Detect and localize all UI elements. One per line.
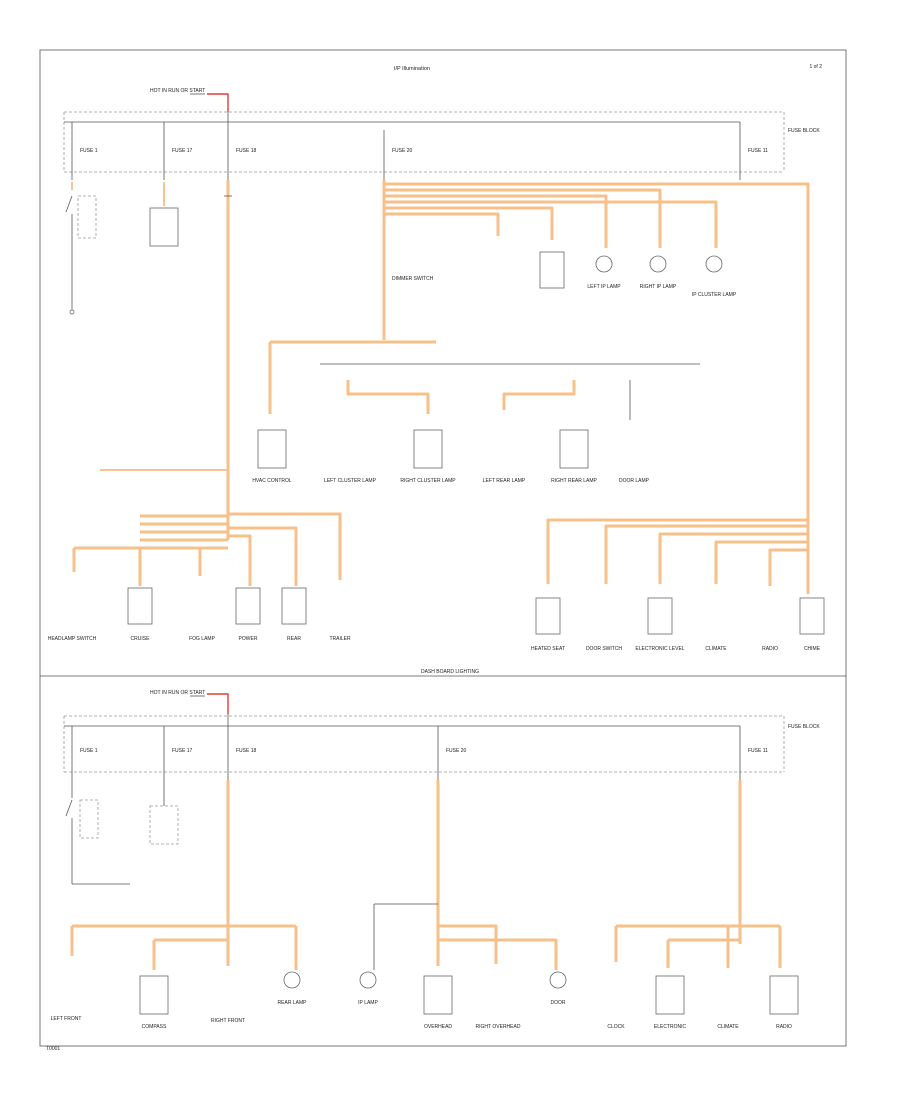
bottom-row-label: HEATED SEAT: [531, 646, 565, 652]
lower-label: IP LAMP: [358, 1000, 378, 1006]
upper-module-1: [149, 207, 179, 247]
lower-fuses: FUSE 1 FUSE 17 FUSE 18 FUSE 20 FUSE 11: [71, 714, 768, 780]
module-right-cluster: [413, 429, 443, 469]
lower-label: RADIO: [776, 1024, 792, 1030]
lower-label: COMPASS: [142, 1024, 167, 1030]
upper-fuse-label: FUSE 18: [236, 148, 257, 154]
lower-fuse-label: FUSE 18: [236, 748, 257, 754]
module-right-rear: [559, 429, 589, 469]
lower-label: CLOCK: [607, 1024, 625, 1030]
page-ref: 1 of 2: [809, 64, 822, 70]
lower-battery-feed: [207, 693, 229, 714]
module-hvac: [257, 429, 287, 469]
bottom-row-label: REAR: [287, 636, 301, 642]
bottom-row-label: DOOR SWITCH: [586, 646, 622, 652]
upper-lamp-label: LEFT IP LAMP: [587, 284, 621, 290]
upper-dimmer-out-1: [346, 380, 430, 414]
lower-module-compass: [139, 975, 169, 1015]
module-chime: [799, 597, 825, 635]
lower-label: LEFT FRONT: [51, 1016, 82, 1022]
bottom-row-label: POWER: [239, 636, 258, 642]
bottom-row-label: RADIO: [762, 646, 778, 652]
module-heated-seat: [535, 597, 561, 635]
module-label: LEFT REAR LAMP: [483, 478, 526, 484]
bottom-row-label: CLIMATE: [705, 646, 727, 652]
lower-lamp-rear: [283, 971, 301, 989]
bottom-row-label: CHIME: [804, 646, 821, 652]
module-label: RIGHT REAR LAMP: [551, 478, 597, 484]
bottom-row-label: ELECTRONIC LEVEL: [635, 646, 684, 652]
lower-module-radio: [769, 975, 799, 1015]
section-divider-label: DASH BOARD LIGHTING: [421, 669, 479, 675]
lower-section: HOT IN RUN OR START FUSE BLOCK FUSE 1 FU…: [51, 690, 821, 1030]
module-electronic-level: [647, 597, 673, 635]
upper-right-harness: [546, 518, 810, 594]
upper-lamp-label: RIGHT IP LAMP: [640, 284, 677, 290]
lower-fuse-label: FUSE 11: [748, 748, 768, 754]
module-power: [235, 587, 261, 625]
upper-lamp-cluster: [705, 255, 723, 273]
upper-fuse-label: FUSE 1: [80, 148, 98, 154]
bottom-row-label: TRAILER: [329, 636, 351, 642]
lower-label: CLIMATE: [717, 1024, 739, 1030]
upper-battery-feed: [207, 93, 229, 112]
upper-fuse-label: FUSE 20: [392, 148, 413, 154]
upper-dimmer-out-2: [502, 380, 576, 410]
upper-fuses: FUSE 1 FUSE 17 FUSE 18 FUSE 20 FUSE 11: [71, 112, 768, 180]
lower-fuse-label: FUSE 17: [172, 748, 193, 754]
upper-source-note: HOT IN RUN OR START: [150, 88, 205, 94]
lower-source-note: HOT IN RUN OR START: [150, 690, 205, 696]
lower-fuse-block-label: FUSE BLOCK: [788, 724, 820, 730]
lower-label: RIGHT OVERHEAD: [476, 1024, 521, 1030]
lower-lamp-ip: [359, 971, 377, 989]
lower-module-electronic: [655, 975, 685, 1015]
upper-lamp-label: IP CLUSTER LAMP: [692, 292, 737, 298]
upper-bottom-row: HEADLAMP SWITCH CRUISE FOG LAMP POWER RE…: [48, 587, 825, 652]
lower-label: REAR LAMP: [278, 1000, 308, 1006]
footer-code: T0001: [46, 1046, 60, 1052]
bottom-row-label: FOG LAMP: [189, 636, 216, 642]
lower-lamp-door: [549, 971, 567, 989]
lower-left-switch: [65, 780, 130, 885]
bottom-row-label: HEADLAMP SWITCH: [48, 636, 97, 642]
lower-mid-branch-1: [438, 924, 498, 964]
upper-left-harness: [72, 469, 342, 586]
upper-module-radio: [539, 251, 565, 289]
lower-module-overhead: [423, 975, 453, 1015]
lower-fuse-label: FUSE 1: [80, 748, 98, 754]
bottom-row-label: CRUISE: [131, 636, 151, 642]
lower-bottom-components: LEFT FRONT COMPASS RIGHT FRONT REAR LAMP…: [51, 971, 799, 1030]
upper-section: HOT IN RUN OR START FUSE BLOCK FUSE 1 FU…: [48, 88, 825, 652]
lower-mid-branch-2: [438, 938, 558, 970]
module-label: HVAC CONTROL: [252, 478, 292, 484]
upper-middle-modules: HVAC CONTROL LEFT CLUSTER LAMP RIGHT CLU…: [252, 429, 650, 484]
upper-fuse-label: FUSE 17: [172, 148, 193, 154]
lower-fuse-label: FUSE 20: [446, 748, 467, 754]
upper-dimmer-label: DIMMER SWITCH: [392, 276, 434, 282]
module-label: RIGHT CLUSTER LAMP: [400, 478, 456, 484]
module-label: DOOR LAMP: [619, 478, 650, 484]
lower-label: DOOR: [551, 1000, 566, 1006]
upper-fan-out: [384, 182, 810, 520]
upper-left-switch: [65, 182, 97, 315]
module-rear: [281, 587, 307, 625]
lower-label: OVERHEAD: [424, 1024, 452, 1030]
lower-module-1: [149, 805, 179, 845]
diagram-title: I/P Illumination: [394, 66, 430, 72]
upper-fuse-label: FUSE 11: [748, 148, 768, 154]
upper-fuse-block-label: FUSE BLOCK: [788, 128, 820, 134]
module-cruise: [127, 587, 153, 625]
lower-label: ELECTRONIC: [654, 1024, 687, 1030]
lower-label: RIGHT FRONT: [211, 1018, 245, 1024]
upper-lamp-right-ip: [649, 255, 667, 273]
diagram-frame: [39, 49, 847, 1047]
upper-lamp-left-ip: [595, 255, 613, 273]
module-label: LEFT CLUSTER LAMP: [324, 478, 377, 484]
